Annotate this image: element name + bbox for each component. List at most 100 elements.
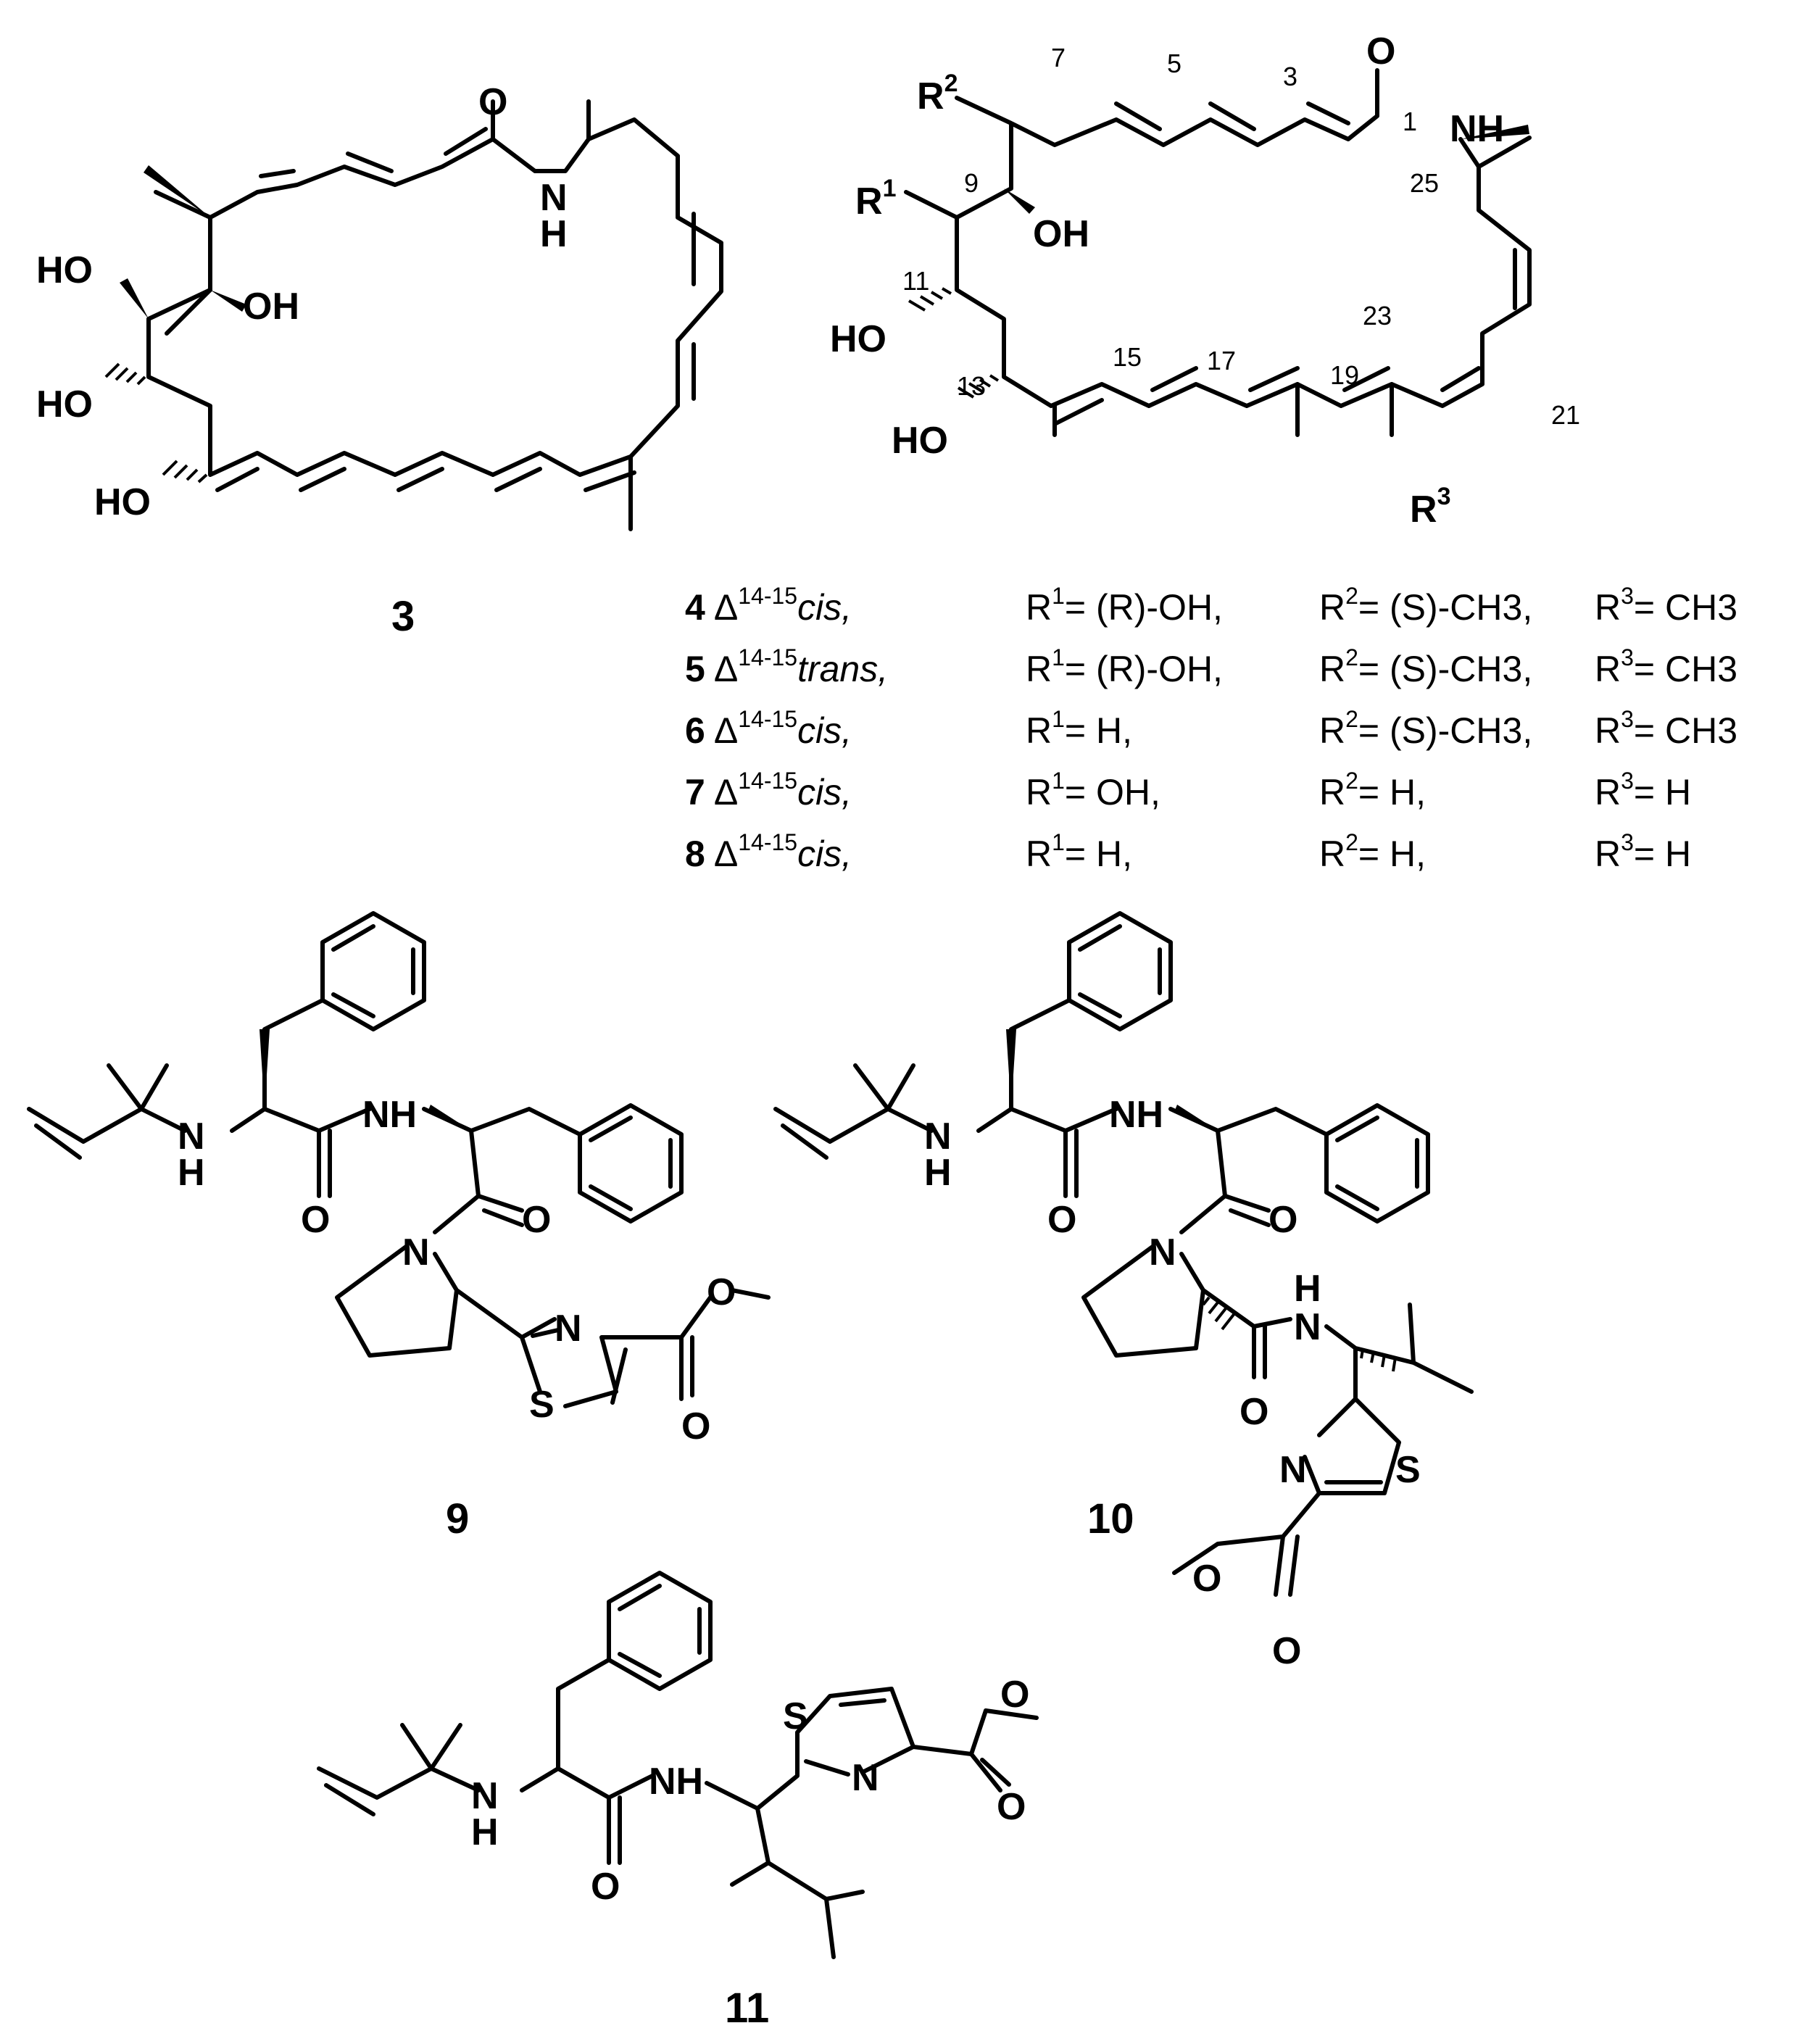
c3-oh2: OH	[243, 286, 299, 328]
c48-r2: R2	[917, 70, 958, 117]
c3-double-bonds	[215, 127, 696, 492]
c10-amine-n: N	[924, 1116, 952, 1158]
c10-wedge-bn2	[1174, 1105, 1218, 1131]
c48-oh13: HO	[892, 420, 948, 462]
compound-4-8: O NH OH HO HO R2 R1 R3 1 3 5 7 9 11 13 1…	[830, 30, 1580, 531]
c11-bonds	[317, 1658, 1039, 1959]
locant-25: 25	[1410, 168, 1439, 198]
c3-wedge-oh2	[210, 290, 246, 312]
c11-benzene	[607, 1571, 713, 1691]
c9-thiazole-n: N	[555, 1308, 582, 1350]
locant-17: 17	[1207, 346, 1236, 375]
locant-9: 9	[964, 168, 979, 198]
c11-ester-o: O	[1000, 1674, 1029, 1716]
c10-thiazole-s: S	[1395, 1449, 1421, 1491]
compound-9: N H NH O O N N S O O 9	[27, 911, 771, 1542]
c9-benzene-a	[320, 911, 426, 1031]
c48-double-bonds	[1052, 101, 1517, 426]
c10-amide-nh: NH	[1109, 1094, 1163, 1136]
c10-ester-o: O	[1192, 1558, 1221, 1600]
c9-amide-nh: NH	[362, 1094, 417, 1136]
svg-text:R1= H,: R1= H,	[1026, 829, 1132, 874]
c48-oh11: HO	[830, 318, 886, 360]
c10-wedge-bn1	[1006, 1029, 1016, 1109]
svg-text:R2= H,: R2= H,	[1319, 829, 1426, 874]
locant-7: 7	[1051, 43, 1066, 72]
c10-carbonyl-o3: O	[1239, 1391, 1268, 1433]
c48-oh9: OH	[1033, 213, 1089, 255]
c48-r1: R1	[855, 175, 896, 223]
c10-proline-n: N	[1149, 1231, 1176, 1274]
c10-label: 10	[1087, 1495, 1134, 1542]
c10-hash-ipr	[1360, 1349, 1397, 1372]
c3-wedge-methyl	[144, 165, 210, 217]
svg-text:R1= (R)-OH,: R1= (R)-OH,	[1026, 583, 1223, 628]
c11-ester-carbonyl-o: O	[997, 1786, 1026, 1828]
c10-amide2-h: H	[1294, 1268, 1321, 1310]
c48-hash-oh13	[957, 374, 1000, 399]
c3-wedge-oh1	[120, 278, 149, 319]
c3-oh4: HO	[94, 481, 151, 523]
c48-wedge-oh9	[1004, 188, 1035, 214]
locant-5: 5	[1167, 49, 1182, 78]
c3-oh1: HO	[36, 249, 93, 291]
c10-benzene-b	[1324, 1103, 1430, 1224]
compound-3: O N H HO OH HO HO 3	[36, 81, 723, 640]
c9-carbonyl-o2: O	[522, 1199, 551, 1241]
c9-carbonyl-o1: O	[301, 1199, 330, 1241]
c3-label: 3	[391, 593, 415, 640]
c48-r3: R3	[1410, 483, 1450, 531]
svg-text:R1= (R)-OH,: R1= (R)-OH,	[1026, 644, 1223, 689]
locant-1: 1	[1403, 107, 1417, 136]
locant-11: 11	[902, 266, 929, 296]
svg-text:R3= H: R3= H	[1595, 768, 1691, 813]
svg-text:R3= CH3: R3= CH3	[1595, 583, 1737, 628]
locant-3: 3	[1283, 62, 1297, 91]
c10-thiazole-n: N	[1279, 1449, 1307, 1491]
c3-substituents	[154, 99, 633, 531]
c10-carbonyl-o2: O	[1268, 1199, 1297, 1241]
compound-10: N H NH O O N H N O N S O O 10	[773, 911, 1474, 1672]
c3-hash-oh4	[162, 460, 208, 483]
c48-carbonyl-o: O	[1366, 30, 1395, 72]
c11-carbonyl-o: O	[591, 1866, 620, 1908]
svg-text:R1= H,: R1= H,	[1026, 706, 1132, 751]
c48-ring-bonds	[904, 68, 1532, 437]
c11-amine-h: H	[471, 1811, 499, 1853]
c9-label: 9	[446, 1495, 469, 1542]
svg-text:R1= OH,: R1= OH,	[1026, 768, 1160, 813]
c11-double-bonds	[324, 1698, 1011, 1865]
locant-21: 21	[1551, 400, 1580, 430]
c9-thiazole-s: S	[529, 1384, 555, 1426]
c48-amide-nh: NH	[1450, 108, 1504, 150]
svg-text:R2= (S)-CH3,: R2= (S)-CH3,	[1319, 583, 1532, 628]
c10-carbonyl-o1: O	[1047, 1199, 1076, 1241]
c9-amine-n: N	[178, 1116, 205, 1158]
c9-double-bonds	[34, 1123, 694, 1405]
compound-11: N H NH O S N O O 11	[317, 1571, 1039, 2032]
c10-amine-h: H	[924, 1152, 952, 1194]
svg-text:R2= (S)-CH3,: R2= (S)-CH3,	[1319, 706, 1532, 751]
c3-oh3: HO	[36, 383, 93, 425]
c10-amide2-n: N	[1294, 1306, 1321, 1348]
c9-bonds	[27, 998, 771, 1408]
c10-benzene-a	[1067, 911, 1173, 1031]
c10-ester-carbonyl-o: O	[1272, 1630, 1301, 1672]
c3-carbonyl-o: O	[478, 81, 507, 123]
c9-wedge-bn1	[259, 1029, 270, 1109]
c10-double-bonds	[781, 1123, 1383, 1597]
c48-wedge-methyl25	[1461, 125, 1529, 139]
svg-text:R2= H,: R2= H,	[1319, 768, 1426, 813]
c48-hash-oh11	[908, 287, 952, 312]
c9-ester-o: O	[707, 1271, 736, 1313]
c9-amine-h: H	[178, 1152, 205, 1194]
